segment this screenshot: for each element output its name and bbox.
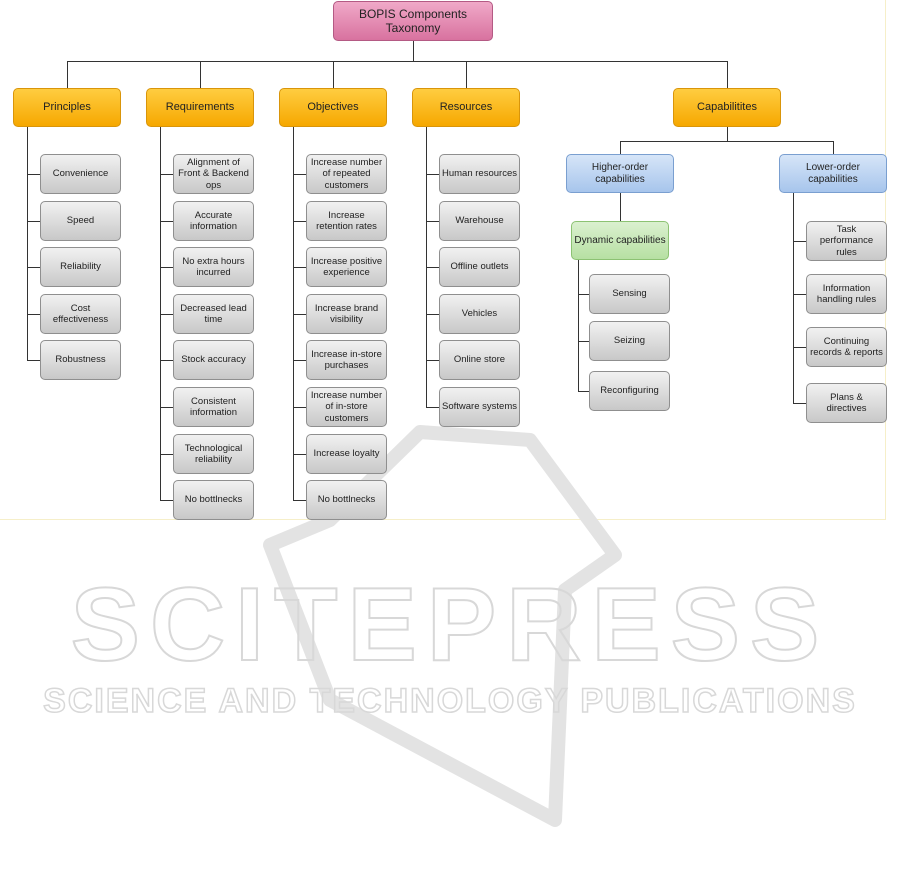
branch — [793, 294, 806, 295]
branch — [160, 500, 173, 501]
leaf-principle: Robustness — [40, 340, 121, 380]
leaf-principle: Speed — [40, 201, 121, 241]
branch — [426, 314, 439, 315]
leaf-dynamic-capability: Reconfiguring — [589, 371, 670, 411]
watermark-title: SCITEPRESS — [71, 567, 830, 683]
branch — [27, 174, 40, 175]
leaf-requirement: Consistent information — [173, 387, 254, 427]
branch — [426, 360, 439, 361]
branch — [160, 407, 173, 408]
branch — [578, 391, 589, 392]
category-requirements: Requirements — [146, 88, 254, 127]
trunk-dynamic — [578, 260, 579, 392]
branch — [426, 174, 439, 175]
branch — [160, 221, 173, 222]
branch — [578, 341, 589, 342]
connector-capabilities-down — [727, 127, 728, 141]
leaf-objective: Increase positive experience — [306, 247, 387, 287]
node-higher-order-capabilities: Higher-order capabilities — [566, 154, 674, 193]
trunk-lower — [793, 193, 794, 404]
connector-objectives — [333, 61, 334, 88]
leaf-lower-order-capability: Continuing records & reports — [806, 327, 887, 367]
branch — [293, 454, 306, 455]
leaf-resource: Offline outlets — [439, 247, 520, 287]
connector-higher-dynamic — [620, 193, 621, 221]
category-resources: Resources — [412, 88, 520, 127]
leaf-resource: Software systems — [439, 387, 520, 427]
leaf-objective: Increase in-store purchases — [306, 340, 387, 380]
leaf-dynamic-capability: Seizing — [589, 321, 670, 361]
root-node: BOPIS Components Taxonomy — [333, 1, 493, 41]
leaf-requirement: Alignment of Front & Backend ops — [173, 154, 254, 194]
branch — [426, 407, 439, 408]
category-objectives: Objectives — [279, 88, 387, 127]
connector-requirements — [200, 61, 201, 88]
branch — [160, 314, 173, 315]
branch — [793, 403, 806, 404]
branch — [160, 267, 173, 268]
leaf-resource: Human resources — [439, 154, 520, 194]
branch — [293, 407, 306, 408]
connector-lower — [833, 141, 834, 154]
category-principles: Principles — [13, 88, 121, 127]
branch — [160, 454, 173, 455]
branch — [293, 314, 306, 315]
connector-capabilities — [727, 61, 728, 88]
leaf-objective: No bottlnecks — [306, 480, 387, 520]
connector-root-down — [413, 41, 414, 61]
connector-capabilities-bus — [620, 141, 833, 142]
leaf-requirement: Stock accuracy — [173, 340, 254, 380]
leaf-objective: Increase number of repeated customers — [306, 154, 387, 194]
connector-higher — [620, 141, 621, 154]
branch — [27, 267, 40, 268]
category-capabilities: Capabilitites — [673, 88, 781, 127]
leaf-objective: Increase loyalty — [306, 434, 387, 474]
leaf-objective: Increase brand visibility — [306, 294, 387, 334]
branch — [426, 267, 439, 268]
leaf-objective: Increase number of in-store customers — [306, 387, 387, 427]
leaf-resource: Vehicles — [439, 294, 520, 334]
leaf-principle: Reliability — [40, 247, 121, 287]
trunk-principles — [27, 127, 28, 361]
branch — [293, 174, 306, 175]
branch — [27, 314, 40, 315]
branch — [293, 360, 306, 361]
node-lower-order-capabilities: Lower-order capabilities — [779, 154, 887, 193]
branch — [793, 347, 806, 348]
branch — [293, 221, 306, 222]
branch — [160, 360, 173, 361]
leaf-lower-order-capability: Information handling rules — [806, 274, 887, 314]
leaf-resource: Online store — [439, 340, 520, 380]
leaf-lower-order-capability: Plans & directives — [806, 383, 887, 423]
branch — [293, 500, 306, 501]
connector-top-bus — [67, 61, 728, 62]
branch — [160, 174, 173, 175]
leaf-requirement: No extra hours incurred — [173, 247, 254, 287]
node-dynamic-capabilities: Dynamic capabilities — [571, 221, 669, 260]
connector-resources — [466, 61, 467, 88]
branch — [293, 267, 306, 268]
leaf-requirement: Accurate information — [173, 201, 254, 241]
diagram-frame — [0, 0, 886, 520]
leaf-principle: Convenience — [40, 154, 121, 194]
leaf-requirement: Technological reliability — [173, 434, 254, 474]
connector-principles — [67, 61, 68, 88]
leaf-resource: Warehouse — [439, 201, 520, 241]
leaf-lower-order-capability: Task performance rules — [806, 221, 887, 261]
watermark-subtitle: SCIENCE AND TECHNOLOGY PUBLICATIONS — [43, 682, 857, 720]
leaf-dynamic-capability: Sensing — [589, 274, 670, 314]
leaf-requirement: Decreased lead time — [173, 294, 254, 334]
leaf-objective: Increase retention rates — [306, 201, 387, 241]
branch — [27, 221, 40, 222]
branch — [426, 221, 439, 222]
branch — [27, 360, 40, 361]
branch — [578, 294, 589, 295]
leaf-requirement: No bottlnecks — [173, 480, 254, 520]
leaf-principle: Cost effectiveness — [40, 294, 121, 334]
branch — [793, 241, 806, 242]
